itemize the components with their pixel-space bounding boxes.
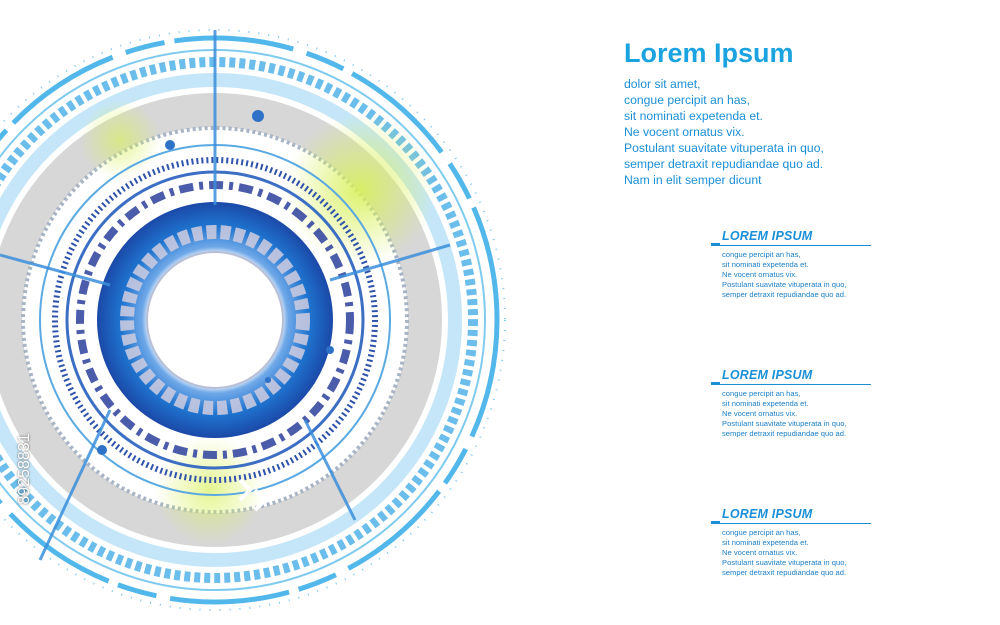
intro-line: sit nominati expetenda et. [624,109,763,123]
block-body: congue percipit an has, sit nominati exp… [722,528,912,578]
intro-line: semper detraxit repudiandae quo ad. [624,157,824,171]
block-heading: LOREM IPSUM [722,368,813,382]
block-line: semper detraxit repudiandae quo ad. [722,568,847,577]
intro-line: Nam in elit semper dicunt [624,173,762,187]
block-line: congue percipit an has, [722,528,801,537]
heading-rule [711,384,871,385]
heading-rule [711,523,871,524]
tech-circle-graphic [0,29,506,611]
block-line: Ne vocent ornatus vix. [722,409,798,418]
watermark-id: 89258831 [15,370,37,570]
block-line: congue percipit an has, [722,250,801,259]
block-line: sit nominati expetenda et. [722,538,809,547]
intro-line: dolor sit amet, [624,77,701,91]
block-line: Ne vocent ornatus vix. [722,548,798,557]
main-title: Lorem Ipsum [624,38,794,68]
block-body: congue percipit an has, sit nominati exp… [722,250,912,300]
block-body: congue percipit an has, sit nominati exp… [722,389,912,439]
intro-text: dolor sit amet, congue percipit an has, … [624,76,964,188]
block-line: congue percipit an has, [722,389,801,398]
bullet-icon [711,521,720,523]
bullet-icon [711,243,720,245]
block-line: Postulant suavitate vituperata in quo, [722,419,847,428]
block-line: sit nominati expetenda et. [722,399,809,408]
block-line: Ne vocent ornatus vix. [722,270,798,279]
block-heading: LOREM IPSUM [722,229,813,243]
bullet-icon [711,382,720,384]
block-line: semper detraxit repudiandae quo ad. [722,429,847,438]
intro-line: Postulant suavitate vituperata in quo, [624,141,824,155]
block-heading: LOREM IPSUM [722,507,813,521]
block-line: Postulant suavitate vituperata in quo, [722,280,847,289]
intro-line: Ne vocent ornatus vix. [624,125,745,139]
intro-line: congue percipit an has, [624,93,751,107]
watermark-text: 89258831 [16,433,33,505]
block-line: semper detraxit repudiandae quo ad. [722,290,847,299]
block-line: Postulant suavitate vituperata in quo, [722,558,847,567]
block-line: sit nominati expetenda et. [722,260,809,269]
heading-rule [711,245,871,246]
